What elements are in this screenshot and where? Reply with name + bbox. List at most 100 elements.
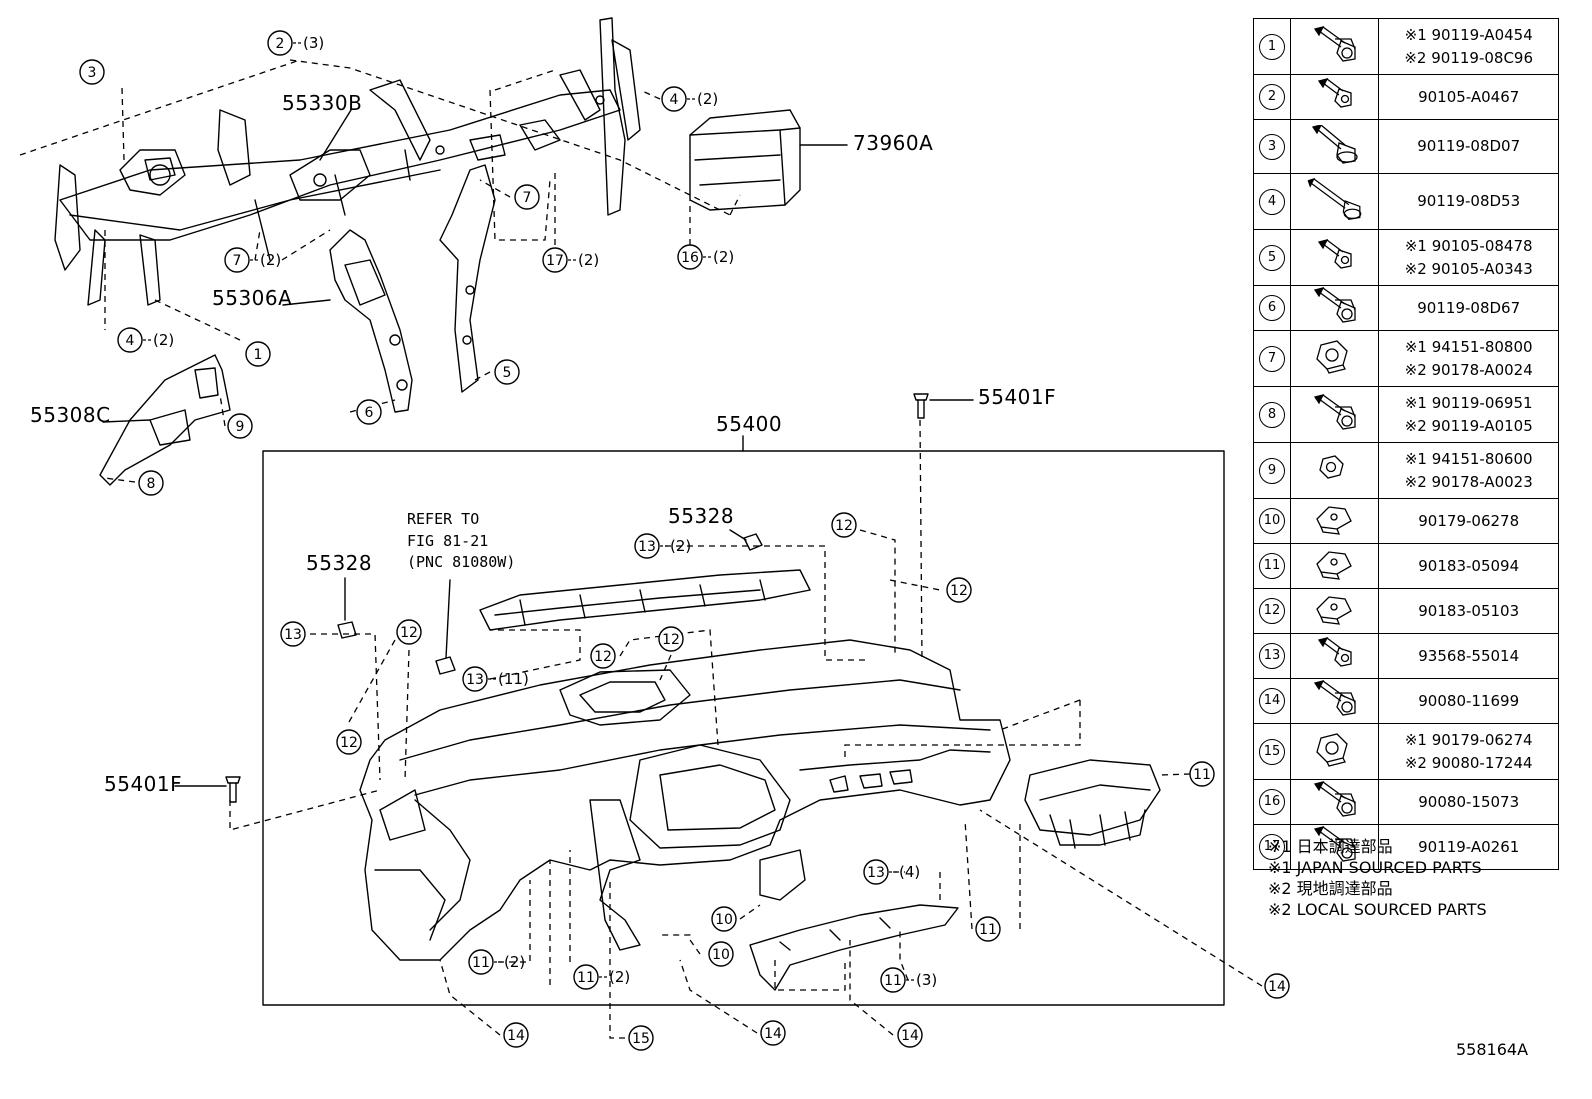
bracket-55306A [329, 229, 413, 413]
row-number-cell: 15 [1252, 723, 1292, 780]
bolt-long-icon [1307, 177, 1362, 220]
callout-11: 11(2) [468, 949, 525, 975]
part-label-73960A: 73960A [853, 131, 933, 155]
part-number: 90105-A0467 [1418, 87, 1520, 106]
refer-line-3: (PNC 81080W) [407, 553, 515, 571]
bolt-washer-icon [1313, 25, 1356, 62]
callout-circle [79, 59, 105, 85]
part-number-cell: 90080-11699 [1378, 678, 1559, 724]
callout-number: 14 [1268, 979, 1286, 995]
fastener-icon-cell [1290, 119, 1380, 174]
part-number: ※1 90119-A0454 [1404, 25, 1533, 44]
part-label-55400: 55400 [716, 412, 782, 436]
callout-number: 11 [472, 955, 490, 971]
row-number: 8 [1259, 401, 1286, 428]
part-number: ※2 90105-A0343 [1404, 259, 1533, 278]
bolt-flange-icon [1311, 123, 1358, 164]
callout-1: 1 [245, 341, 271, 367]
row-number: 3 [1259, 133, 1286, 160]
callout-4: 4(2) [117, 327, 174, 353]
part-number-cell: ※1 94151-80800※2 90178-A0024 [1378, 330, 1559, 387]
refer-line-1: REFER TO [407, 510, 479, 528]
callout-circle [863, 859, 889, 885]
parts-table-row: 8※1 90119-06951※2 90119-A0105 [1252, 386, 1559, 443]
bolt-washer-icon [1313, 680, 1356, 716]
fastener-icon-cell [1290, 229, 1380, 286]
part-number: 90119-08D67 [1417, 298, 1521, 317]
callout-number: 12 [340, 735, 358, 751]
lower-panel-brace [749, 904, 959, 991]
row-number: 10 [1259, 508, 1286, 534]
nut-icon [1316, 732, 1348, 767]
note-line: ※2 LOCAL SOURCED PARTS [1268, 900, 1487, 919]
callout-number: 2 [276, 36, 285, 52]
row-number: 13 [1259, 643, 1286, 669]
callout-circle [514, 184, 540, 210]
row-number-cell: 9 [1252, 442, 1292, 499]
callout-circle [503, 1022, 529, 1048]
instrument-panel-55400 [359, 639, 1011, 961]
dashed-leaders [19, 59, 1263, 1039]
part-number-cell: 90183-05103 [1378, 588, 1559, 634]
callout-number: 12 [662, 632, 680, 648]
callout-number: 11 [577, 970, 595, 986]
callout-4: 4(2) [661, 86, 718, 112]
callout-number: 4 [126, 333, 135, 349]
callout-circle [975, 916, 1001, 942]
fastener-icon-cell [1290, 173, 1380, 230]
callout-14: 14 [1264, 973, 1290, 999]
callout-6: 6 [356, 399, 382, 425]
callout-circle [1264, 973, 1290, 999]
part-label-55308C: 55308C [30, 403, 111, 427]
callout-quantity: (2) [609, 968, 630, 986]
fastener-icon-cell [1290, 498, 1380, 544]
callout-circle [573, 964, 599, 990]
callout-circle [946, 577, 972, 603]
parts-table-row: 5※1 90105-08478※2 90105-A0343 [1252, 229, 1559, 286]
row-number-cell: 11 [1252, 543, 1292, 589]
row-number-cell: 17 [1252, 824, 1292, 870]
fastener-icon-cell [1290, 74, 1380, 120]
callout-12: 12 [336, 729, 362, 755]
callout-number: 12 [400, 625, 418, 641]
callout-12: 12 [590, 643, 616, 669]
callout-circle [897, 1022, 923, 1048]
row-number-cell: 10 [1252, 498, 1292, 544]
row-number-cell: 14 [1252, 678, 1292, 724]
part-number: 90080-15073 [1418, 792, 1520, 811]
parts-table-row: 1※1 90119-A0454※2 90119-08C96 [1252, 18, 1559, 75]
part-number-cell: ※1 94151-80600※2 90178-A0023 [1378, 442, 1559, 499]
callout-number: 5 [503, 365, 512, 381]
brace-55308C [99, 354, 231, 486]
callout-number: 12 [950, 583, 968, 599]
refer-line-2: FIG 81-21 [407, 532, 488, 550]
callout-circle [245, 341, 271, 367]
callout-circle [396, 619, 422, 645]
knee-airbag-73960A [689, 109, 801, 211]
row-number-cell: 16 [1252, 779, 1292, 825]
callout-13: 13(2) [634, 533, 691, 559]
fastener-icon-cell [1290, 386, 1380, 443]
part-label-55328-center: 55328 [668, 504, 734, 528]
fastener-icon-cell [1290, 633, 1380, 679]
callout-circle [677, 244, 703, 270]
callout-5: 5 [494, 359, 520, 385]
callout-12: 12 [946, 577, 972, 603]
part-number: 90119-A0261 [1418, 837, 1520, 856]
note-line: ※1 日本調達部品 [1268, 837, 1393, 856]
part-number-cell: 90080-15073 [1378, 779, 1559, 825]
bolt-washer-icon [1313, 781, 1356, 817]
callout-quantity: (3) [303, 34, 324, 52]
callout-number: 11 [1193, 767, 1211, 783]
callout-12: 12 [396, 619, 422, 645]
row-number: 17 [1259, 834, 1286, 860]
row-number: 12 [1259, 598, 1286, 624]
part-number: 90119-08D07 [1417, 137, 1521, 155]
callout-quantity: (4) [899, 863, 920, 881]
row-number: 9 [1259, 457, 1286, 484]
